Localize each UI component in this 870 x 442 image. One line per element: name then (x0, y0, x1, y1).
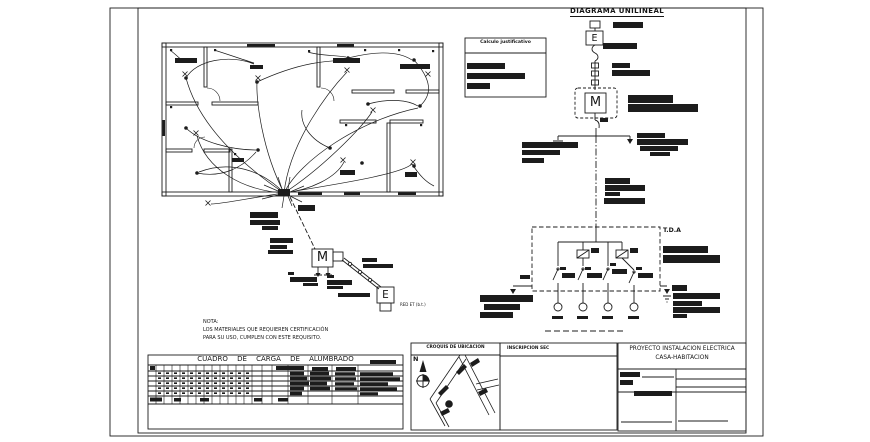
service-label-bars (268, 238, 393, 297)
windows (162, 44, 416, 195)
project-title-line1: PROYECTO INSTALACION ELECTRICA (629, 346, 735, 352)
calc-box-title: Calculo justificativo (480, 40, 531, 45)
north-arrow (416, 360, 430, 388)
croquis-map (410, 342, 501, 431)
inscripcion-title: INSCRIPCION SEC (507, 346, 550, 351)
empalme-letter-unilineal: E (591, 32, 598, 44)
switches (182, 67, 431, 206)
meter-letter-unilineal: M (589, 95, 602, 110)
site-dot (445, 400, 453, 408)
panel-hub (261, 176, 305, 209)
red-bt-label: RED ET (b.t.) (400, 302, 426, 307)
unilineal-label-bars (522, 22, 698, 204)
street-hatches (438, 358, 488, 416)
table-value-bars (150, 360, 400, 402)
wiring (169, 49, 435, 205)
title-block (617, 342, 747, 432)
north-label: N (413, 355, 419, 363)
croquis-title: CROQUIS DE UBICACION (426, 345, 485, 350)
project-title-line2: CASA-HABITACION (655, 355, 709, 361)
tda-label: T.D.A (663, 227, 681, 234)
meter-letter-plan: M (316, 250, 329, 265)
service-entrance (268, 196, 395, 312)
load-table (147, 354, 404, 430)
sheet-border (109, 7, 764, 437)
nota-line2: PARA SU USO, CUMPLEN CON ESTE REQUISITO. (203, 335, 322, 341)
unilineal-title: DIAGRAMA UNILINEAL (570, 7, 665, 17)
nota-line1: LOS MATERIALES QUE REQUIEREN CERTIFICACI… (203, 327, 329, 333)
floor-plan (161, 42, 444, 230)
nota-title: NOTA: (203, 319, 219, 325)
empalme-letter-plan: E (382, 289, 389, 301)
unilineal-diagram (522, 20, 698, 227)
tda-label-bars (480, 246, 720, 319)
calc-box (464, 37, 547, 98)
tda-panel (480, 226, 720, 332)
load-table-title: CUADRO DE CARGA DE ALUMBRADO (197, 355, 354, 363)
meter-symbol (584, 92, 607, 114)
branch-switches (552, 267, 636, 303)
inscripcion-box (499, 342, 618, 431)
